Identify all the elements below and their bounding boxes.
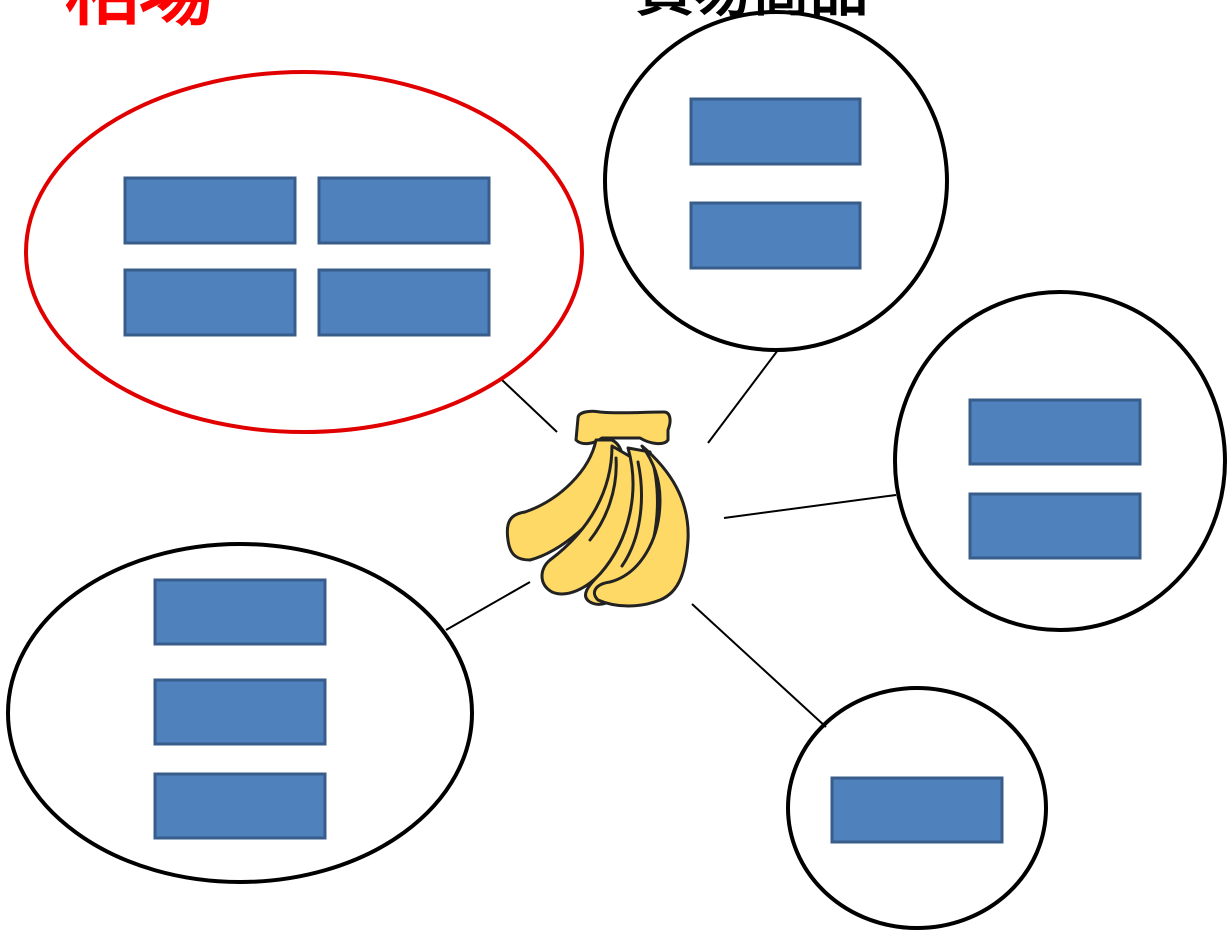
item-box: [317, 268, 491, 337]
item-box: [123, 176, 297, 245]
cluster-top-center-outline: [603, 10, 949, 352]
cluster-top-left: [24, 70, 584, 434]
item-box: [968, 398, 1142, 466]
connector-top-center: [707, 349, 779, 444]
banana-bunch-icon: [505, 409, 690, 608]
title-left: 相場: [65, 0, 213, 36]
connector-right: [723, 494, 897, 519]
item-box: [123, 268, 297, 337]
connector-bottom-left: [445, 581, 531, 631]
cluster-bottom-right-outline: [786, 686, 1048, 930]
cluster-bottom-right: [786, 686, 1048, 930]
connectors: [445, 349, 897, 728]
cluster-bottom-left: [6, 542, 474, 884]
item-box: [968, 492, 1142, 560]
cluster-top-left-outline: [24, 70, 584, 434]
cluster-top-center: [603, 10, 949, 352]
item-box: [689, 97, 862, 166]
item-box: [153, 678, 327, 746]
item-box: [153, 772, 327, 840]
item-box: [317, 176, 491, 245]
cluster-right-outline: [893, 290, 1227, 632]
item-box: [153, 578, 327, 646]
item-box: [689, 201, 862, 270]
cluster-bottom-left-outline: [6, 542, 474, 884]
cluster-right: [893, 290, 1227, 632]
item-box: [830, 776, 1004, 844]
connector-top-left: [501, 379, 558, 433]
connector-bottom-right: [691, 603, 827, 728]
